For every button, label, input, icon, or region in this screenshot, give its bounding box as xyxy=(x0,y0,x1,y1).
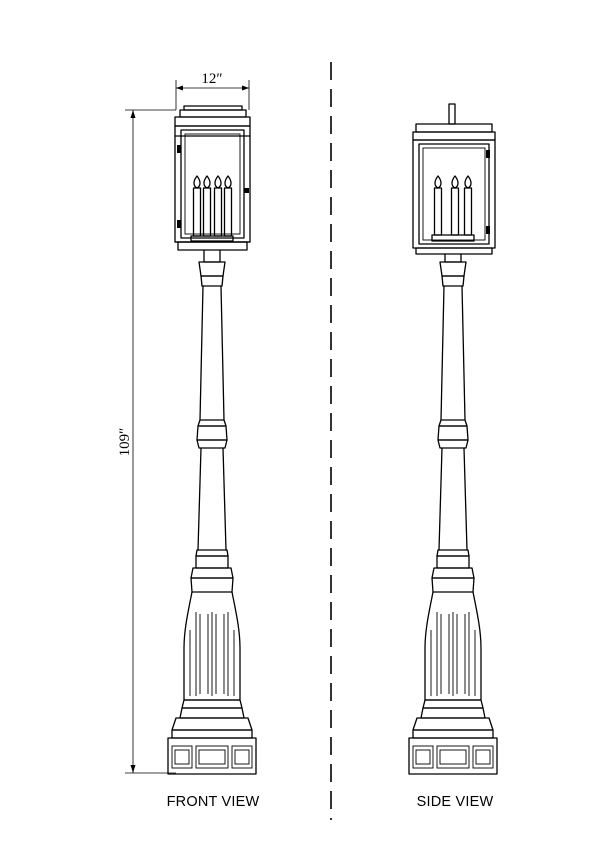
lamp-base-side xyxy=(408,567,498,775)
lamp-pole-side xyxy=(436,261,470,569)
front-view-drawing xyxy=(167,105,257,775)
lantern-top-cap-side xyxy=(412,123,496,141)
candle xyxy=(213,175,223,237)
width-dimension: 12″ xyxy=(175,71,250,110)
height-dimension-label: 109″ xyxy=(117,428,133,457)
height-dimension: 109″ xyxy=(117,109,176,774)
lantern-top-cap xyxy=(174,105,251,127)
side-view-drawing xyxy=(408,103,498,775)
side-view-caption: SIDE VIEW xyxy=(417,794,494,810)
candle xyxy=(202,175,212,237)
lantern-finial xyxy=(448,103,456,125)
candle xyxy=(450,175,460,236)
lamp-base xyxy=(167,567,257,775)
candle xyxy=(433,175,443,236)
lamp-pole xyxy=(195,261,229,569)
candle-cluster xyxy=(192,175,233,237)
lantern-housing xyxy=(174,125,251,251)
lantern-housing-side xyxy=(412,139,496,255)
front-view-caption: FRONT VIEW xyxy=(167,794,260,810)
candle xyxy=(223,175,233,237)
candle xyxy=(192,175,202,237)
candle-cluster-side xyxy=(433,175,473,236)
candle xyxy=(463,175,473,236)
width-dimension-label: 12″ xyxy=(201,71,222,87)
